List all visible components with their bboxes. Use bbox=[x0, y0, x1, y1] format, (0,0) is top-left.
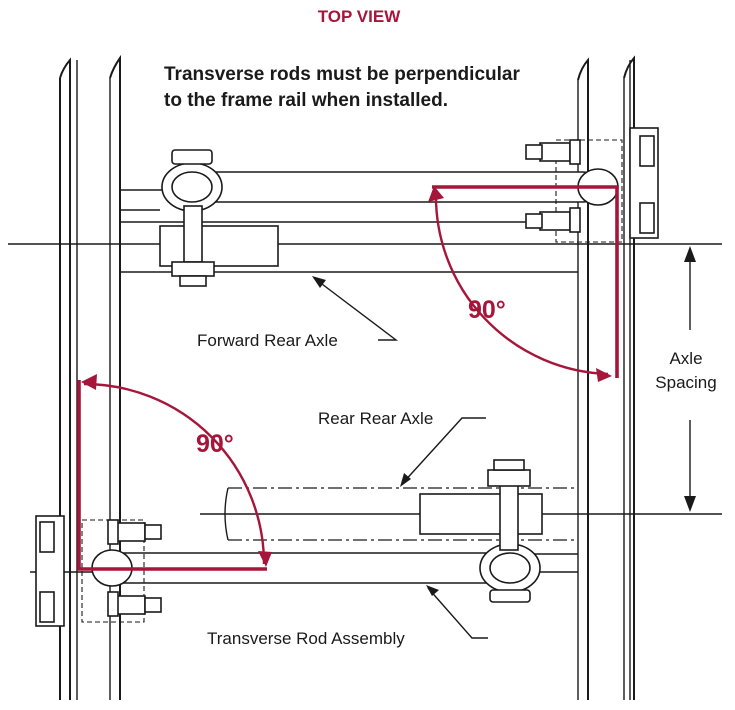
rear-rear-axle-label: Rear Rear Axle bbox=[318, 409, 433, 428]
left-frame-rail bbox=[59, 54, 121, 700]
leader-arrows bbox=[312, 276, 488, 639]
instruction-note-line-1: Transverse rods must be perpendicular bbox=[164, 64, 520, 85]
right-frame-rail bbox=[577, 55, 635, 700]
upper-angle-label: 90° bbox=[468, 296, 506, 324]
transverse-rod-assembly-label: Transverse Rod Assembly bbox=[207, 629, 405, 648]
instruction-note-line-2: to the frame rail when installed. bbox=[164, 90, 448, 111]
forward-rear-axle bbox=[8, 221, 722, 273]
lower-right-angle-indicator bbox=[77, 374, 272, 571]
lower-transverse-rod bbox=[30, 459, 578, 603]
axle-spacing-label-line-1: Axle bbox=[669, 349, 702, 368]
forward-rear-axle-label: Forward Rear Axle bbox=[197, 331, 338, 350]
lower-frame-bracket bbox=[35, 515, 162, 627]
axle-spacing-dimension bbox=[684, 246, 696, 512]
rear-rear-axle bbox=[200, 487, 722, 541]
lower-angle-label: 90° bbox=[196, 430, 234, 458]
upper-frame-bracket bbox=[525, 127, 659, 243]
axle-spacing-label-line-2: Spacing bbox=[655, 373, 716, 392]
diagram-title: TOP VIEW bbox=[318, 7, 401, 26]
upper-right-angle-indicator bbox=[428, 185, 619, 382]
